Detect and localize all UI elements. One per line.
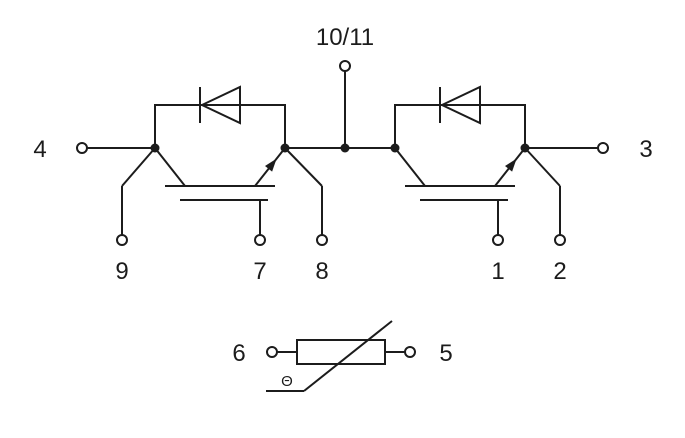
terminal-4-label: 4 [33,136,46,163]
right-diode-rail [394,104,526,148]
terminal-7: 7 [253,234,267,285]
left-igbt-symbol [154,147,286,235]
terminal-9-slant-lead [121,147,156,187]
left-diode-triangle [199,85,241,125]
junction-dot-center [340,143,350,153]
right-diode-triangle [439,85,481,125]
terminal-1-pin [492,234,504,246]
thermistor-stroke-diagonal [303,320,393,392]
terminal-3-pin [597,142,609,154]
terminal-1-label: 1 [491,258,504,285]
terminal-9: 9 [115,147,156,285]
terminal-2-label: 2 [553,258,566,285]
left-igbt-emitter-arrow [265,158,277,172]
terminal-5-label: 5 [439,340,452,367]
terminal-6-pin [266,346,278,358]
left-diode-rail [154,104,286,148]
right-igbt-collector-lead [394,147,426,187]
terminal-2-pin [554,234,566,246]
terminal-7-pin [254,234,266,246]
terminal-3: 3 [597,136,653,163]
terminal-2: 2 [524,147,567,285]
terminal-9-label: 9 [115,258,128,285]
terminal-4: 4 [33,136,88,163]
terminal-9-pin [116,234,128,246]
terminal-5-pin [404,346,416,358]
right-freewheeling-diode [394,85,526,148]
terminal-3-label: 3 [639,136,652,163]
left-igbt-collector-lead [154,147,186,187]
left-freewheeling-diode [154,85,286,148]
right-igbt-emitter-arrow [505,158,517,172]
terminal-6-label: 6 [232,340,245,367]
terminal-8: 8 [284,147,329,285]
terminal-1: 1 [491,234,505,285]
terminal-8-label: 8 [315,258,328,285]
terminal-8-pin [316,234,328,246]
terminal-10-11-label: 10/11 [316,24,374,51]
terminal-10-11: 10/11 [316,24,374,148]
terminal-7-label: 7 [253,258,266,285]
terminal-2-slant-lead [524,147,561,187]
terminal-4-pin [76,142,88,154]
terminal-8-slant-lead [284,147,323,187]
terminal-10-11-pin [339,60,351,72]
right-igbt-symbol [394,147,526,235]
ntc-thermistor: 6 5 Θ [232,320,453,392]
thermistor-theta-symbol: Θ [281,373,293,390]
